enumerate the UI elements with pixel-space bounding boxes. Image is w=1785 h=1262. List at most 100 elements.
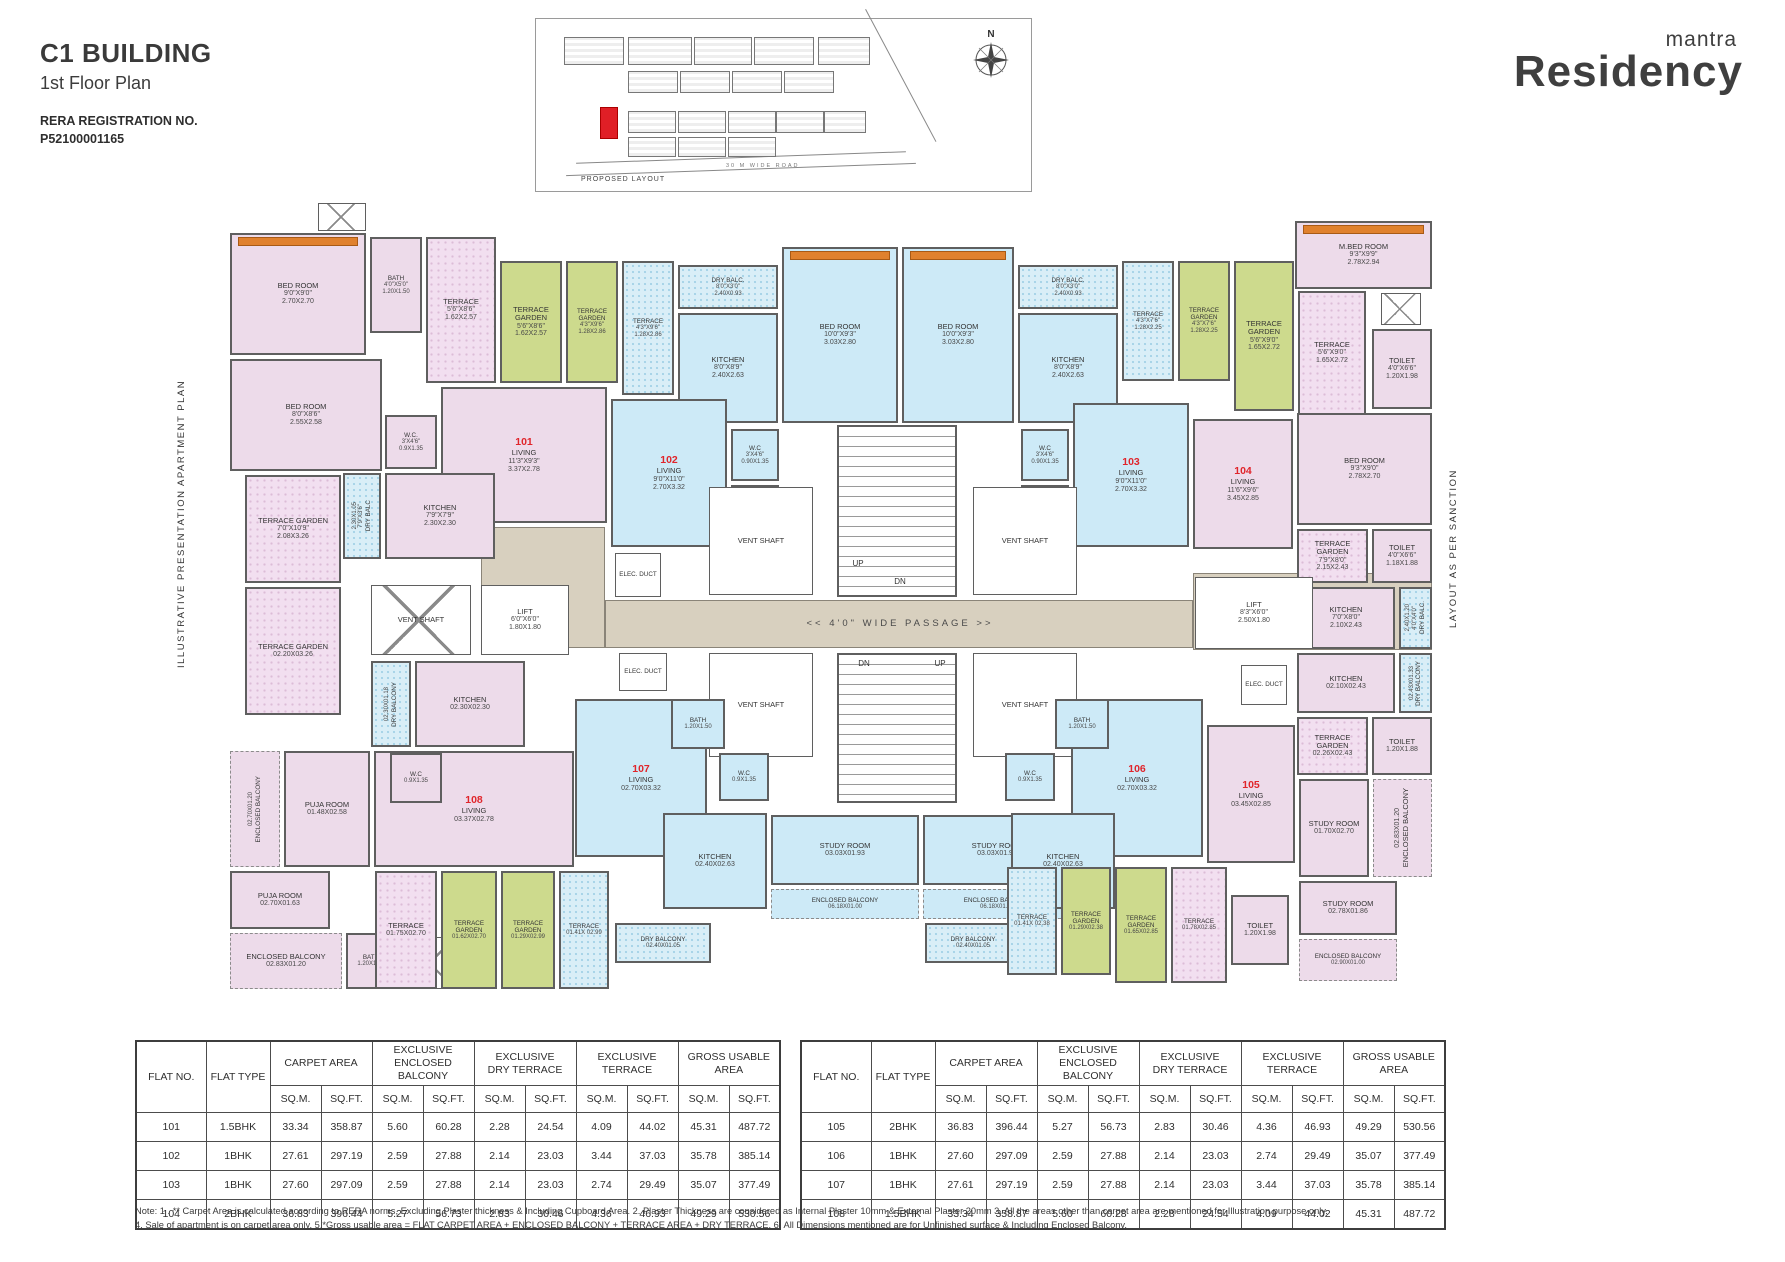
room-name: DRY BALCONY	[390, 681, 398, 727]
room-name: TERRACE	[443, 296, 479, 306]
table-cell: 37.03	[626, 1141, 679, 1172]
col-sqm: SQ.M.	[473, 1085, 526, 1114]
table-cell: 35.07	[677, 1170, 730, 1201]
col-sqm: SQ.M.	[1036, 1085, 1089, 1114]
table-cell: 30.46	[1189, 1112, 1242, 1143]
table-cell: 1BHK	[205, 1170, 271, 1201]
room-dimension: 7'9"X8'0"	[1318, 556, 1347, 564]
col-sqm: SQ.M.	[1240, 1085, 1293, 1114]
col-sqft: SQ.FT.	[728, 1085, 781, 1114]
table-cell: 27.88	[1087, 1141, 1140, 1172]
table-cell: 385.14	[728, 1141, 781, 1172]
table-cell: 35.78	[677, 1141, 730, 1172]
col-sqft: SQ.FT.	[422, 1085, 475, 1114]
table-cell: 1BHK	[870, 1170, 936, 1201]
passage-label: << 4'0" WIDE PASSAGE >>	[806, 617, 994, 629]
room-name: TERRACE GARDEN	[576, 308, 608, 323]
room-name: LIVING	[1238, 791, 1264, 801]
room-name: M.BED ROOM	[1338, 241, 1389, 251]
room-dimension: 3'X4'6"	[745, 451, 765, 458]
site-building	[694, 37, 752, 65]
table-cell: 2.14	[473, 1170, 526, 1201]
table-cell: 24.54	[1189, 1199, 1242, 1230]
site-building	[776, 111, 824, 133]
room-name: W.C	[1024, 770, 1036, 778]
room-name: BED ROOM	[819, 321, 861, 331]
table-cell: 56.73	[422, 1199, 475, 1230]
col-sqm: SQ.M.	[934, 1085, 987, 1114]
flat-number: 108	[465, 793, 483, 806]
vent-shaft: VENT SHAFT	[371, 585, 471, 655]
table-cell: 30.46	[524, 1199, 577, 1230]
room-dimension: 2.30X2.30	[424, 520, 456, 528]
room-name: TERRACE	[1314, 339, 1350, 349]
area	[318, 203, 366, 231]
table-cell: 3.44	[575, 1141, 628, 1172]
room-name: TERRACE	[1016, 914, 1048, 922]
brand-logo: mantra Residency	[1514, 28, 1743, 93]
dry-balc: DRY BALC.8'0"X3'0"2.40X0.93	[1018, 265, 1118, 309]
room-name: STUDY ROOM	[1308, 818, 1360, 828]
col-sqm: SQ.M.	[677, 1085, 730, 1114]
room-name: ELEC. DUCT	[1245, 681, 1283, 689]
room-dimension: 02.70X03.32	[1117, 784, 1157, 792]
room-dimension: 01.29X02.38	[1068, 924, 1104, 931]
room-dimension: 1.20X1.50	[1068, 724, 1096, 731]
col-sqm: SQ.M.	[1138, 1085, 1191, 1114]
site-building	[818, 37, 870, 65]
room-dimension: 1.28X2.25	[1134, 324, 1162, 331]
table-cell: 27.88	[1087, 1170, 1140, 1201]
stair-direction-label: UP	[934, 658, 946, 668]
col-group: GROSS USABLE AREA	[1342, 1040, 1446, 1087]
site-building	[628, 111, 676, 133]
room-dimension: 2.55X2.58	[290, 419, 322, 427]
room-dimension: 0.90X1.35	[1031, 458, 1059, 465]
note-line-1: Note: 1 . ** Carpet Area is calculated a…	[135, 1206, 1328, 1216]
room-name: VENT SHAFT	[737, 699, 785, 709]
room-name: ENCLOSED BALCONY	[1314, 953, 1382, 961]
col-group: CARPET AREA	[934, 1040, 1038, 1087]
table-cell: 377.49	[1393, 1141, 1446, 1172]
room-name: LIVING	[461, 806, 487, 816]
table-cell: 358.87	[320, 1112, 373, 1143]
rera-label: RERA REGISTRATION NO.	[40, 114, 198, 128]
room-dimension: 11'6"X9'6"	[1227, 486, 1259, 494]
table-cell: 377.49	[728, 1170, 781, 1201]
room-dimension: 4'0"X6'6"	[1388, 365, 1416, 373]
room-name: LIVING	[1118, 468, 1144, 478]
room-name: STUDY ROOM	[1322, 898, 1374, 908]
room-name: BED ROOM	[937, 321, 979, 331]
area	[837, 653, 957, 803]
table-cell: 2.59	[371, 1170, 424, 1201]
room-dimension: 8'3"X6'0"	[1240, 609, 1268, 617]
room-dimension: 0.9X1.35	[398, 445, 424, 452]
room-name: BATH	[387, 274, 405, 282]
room-name: KITCHEN	[1329, 673, 1363, 683]
room-dimension: 8'0"X8'6"	[292, 411, 320, 419]
room-name: BATH	[1073, 717, 1091, 725]
room-name: STUDY ROOM	[819, 840, 871, 850]
room-dimension: 5'6"X9'0"	[1318, 349, 1346, 357]
room-dimension: 2.10X2.43	[1330, 622, 1362, 630]
rera-number: P52100001165	[40, 131, 125, 146]
flat-number: 104	[1234, 464, 1252, 477]
room-name: KITCHEN	[423, 502, 457, 512]
room-dimension: 01.65X02.85	[1123, 928, 1159, 935]
table-cell: 487.72	[728, 1112, 781, 1143]
table-cell: 29.49	[626, 1170, 679, 1201]
room-dimension: 1.65X2.72	[1316, 357, 1348, 365]
